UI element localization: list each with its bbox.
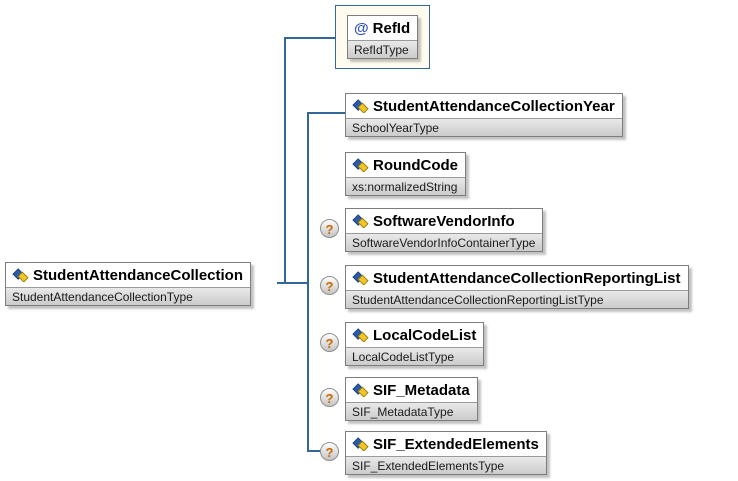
node-title: RoundCode (346, 153, 465, 177)
connector-children-trunk (307, 113, 309, 452)
node-box-student-attendance-collection-reporting-list[interactable]: StudentAttendanceCollectionReportingList… (345, 265, 689, 309)
node-name: SIF_Metadata (373, 381, 470, 399)
child-node-row: ? StudentAttendanceCollectionReportingLi… (320, 265, 689, 309)
connector-refid-vertical (284, 37, 286, 284)
node-title: StudentAttendanceCollectionReportingList (346, 266, 688, 290)
node-name: SIF_ExtendedElements (373, 435, 539, 453)
node-type: LocalCodeListType (346, 347, 484, 365)
node-type: xs:normalizedString (346, 177, 465, 195)
node-title: StudentAttendanceCollectionYear (346, 94, 622, 118)
optional-marker-icon: ? (320, 276, 339, 295)
child-node-row: StudentAttendanceCollectionYear SchoolYe… (320, 93, 623, 137)
node-name: RefId (372, 19, 411, 37)
attribute-container: @ RefId RefIdType (335, 5, 431, 69)
optional-marker-icon: ? (320, 442, 339, 461)
element-icon (352, 328, 369, 342)
node-title: SIF_Metadata (346, 378, 477, 402)
node-type: StudentAttendanceCollectionType (6, 287, 251, 305)
element-icon (352, 158, 369, 172)
node-title: SoftwareVendorInfo (346, 209, 542, 233)
connector-last-child (307, 450, 321, 452)
element-icon (352, 437, 369, 451)
element-icon (352, 383, 369, 397)
node-box-student-attendance-collection-year[interactable]: StudentAttendanceCollectionYear SchoolYe… (345, 93, 623, 137)
child-node-row: RoundCode xs:normalizedString (320, 152, 466, 196)
node-title: @ RefId (348, 16, 417, 40)
optional-marker-icon: ? (320, 388, 339, 407)
node-type: SIF_MetadataType (346, 402, 477, 420)
element-icon (352, 271, 369, 285)
node-name: LocalCodeList (373, 326, 477, 344)
connector-refid-horizontal (284, 37, 335, 39)
child-node-row: ? LocalCodeList LocalCodeListType (320, 322, 485, 366)
node-type: SoftwareVendorInfoContainerType (346, 233, 543, 251)
node-type: RefIdType (348, 40, 418, 58)
node-name: StudentAttendanceCollectionReportingList (373, 269, 681, 287)
node-box-student-attendance-collection[interactable]: StudentAttendanceCollection StudentAtten… (5, 262, 252, 306)
node-box-software-vendor-info[interactable]: SoftwareVendorInfo SoftwareVendorInfoCon… (345, 208, 544, 252)
optional-marker-icon: ? (320, 333, 339, 352)
node-type: SchoolYearType (346, 118, 622, 136)
child-node-row: ? SIF_Metadata SIF_MetadataType (320, 377, 478, 421)
optional-marker-icon: ? (320, 219, 339, 238)
node-name: SoftwareVendorInfo (373, 212, 515, 230)
node-name: RoundCode (373, 156, 458, 174)
root-node-row: StudentAttendanceCollection StudentAtten… (5, 262, 252, 306)
node-title: SIF_ExtendedElements (346, 432, 546, 456)
node-box-local-code-list[interactable]: LocalCodeList LocalCodeListType (345, 322, 485, 366)
connector-parent-to-trunk (277, 282, 308, 284)
node-box-round-code[interactable]: RoundCode xs:normalizedString (345, 152, 466, 196)
child-node-row: ? SIF_ExtendedElements SIF_ExtendedEleme… (320, 431, 547, 475)
node-type: StudentAttendanceCollectionReportingList… (346, 290, 688, 308)
node-type: SIF_ExtendedElementsType (346, 456, 546, 474)
node-name: StudentAttendanceCollection (33, 266, 244, 284)
node-title: LocalCodeList (346, 323, 483, 347)
child-node-row: ? SoftwareVendorInfo SoftwareVendorInfoC… (320, 208, 544, 252)
node-box-refid[interactable]: @ RefId RefIdType (347, 15, 419, 59)
attribute-at-icon: @ (354, 19, 369, 37)
element-icon (12, 268, 29, 282)
node-box-sif-extended-elements[interactable]: SIF_ExtendedElements SIF_ExtendedElement… (345, 431, 547, 475)
node-name: StudentAttendanceCollectionYear (373, 97, 615, 115)
element-icon (352, 214, 369, 228)
node-title: StudentAttendanceCollection (6, 263, 250, 287)
element-icon (352, 99, 369, 113)
node-box-sif-metadata[interactable]: SIF_Metadata SIF_MetadataType (345, 377, 478, 421)
connector-first-child (307, 112, 345, 114)
